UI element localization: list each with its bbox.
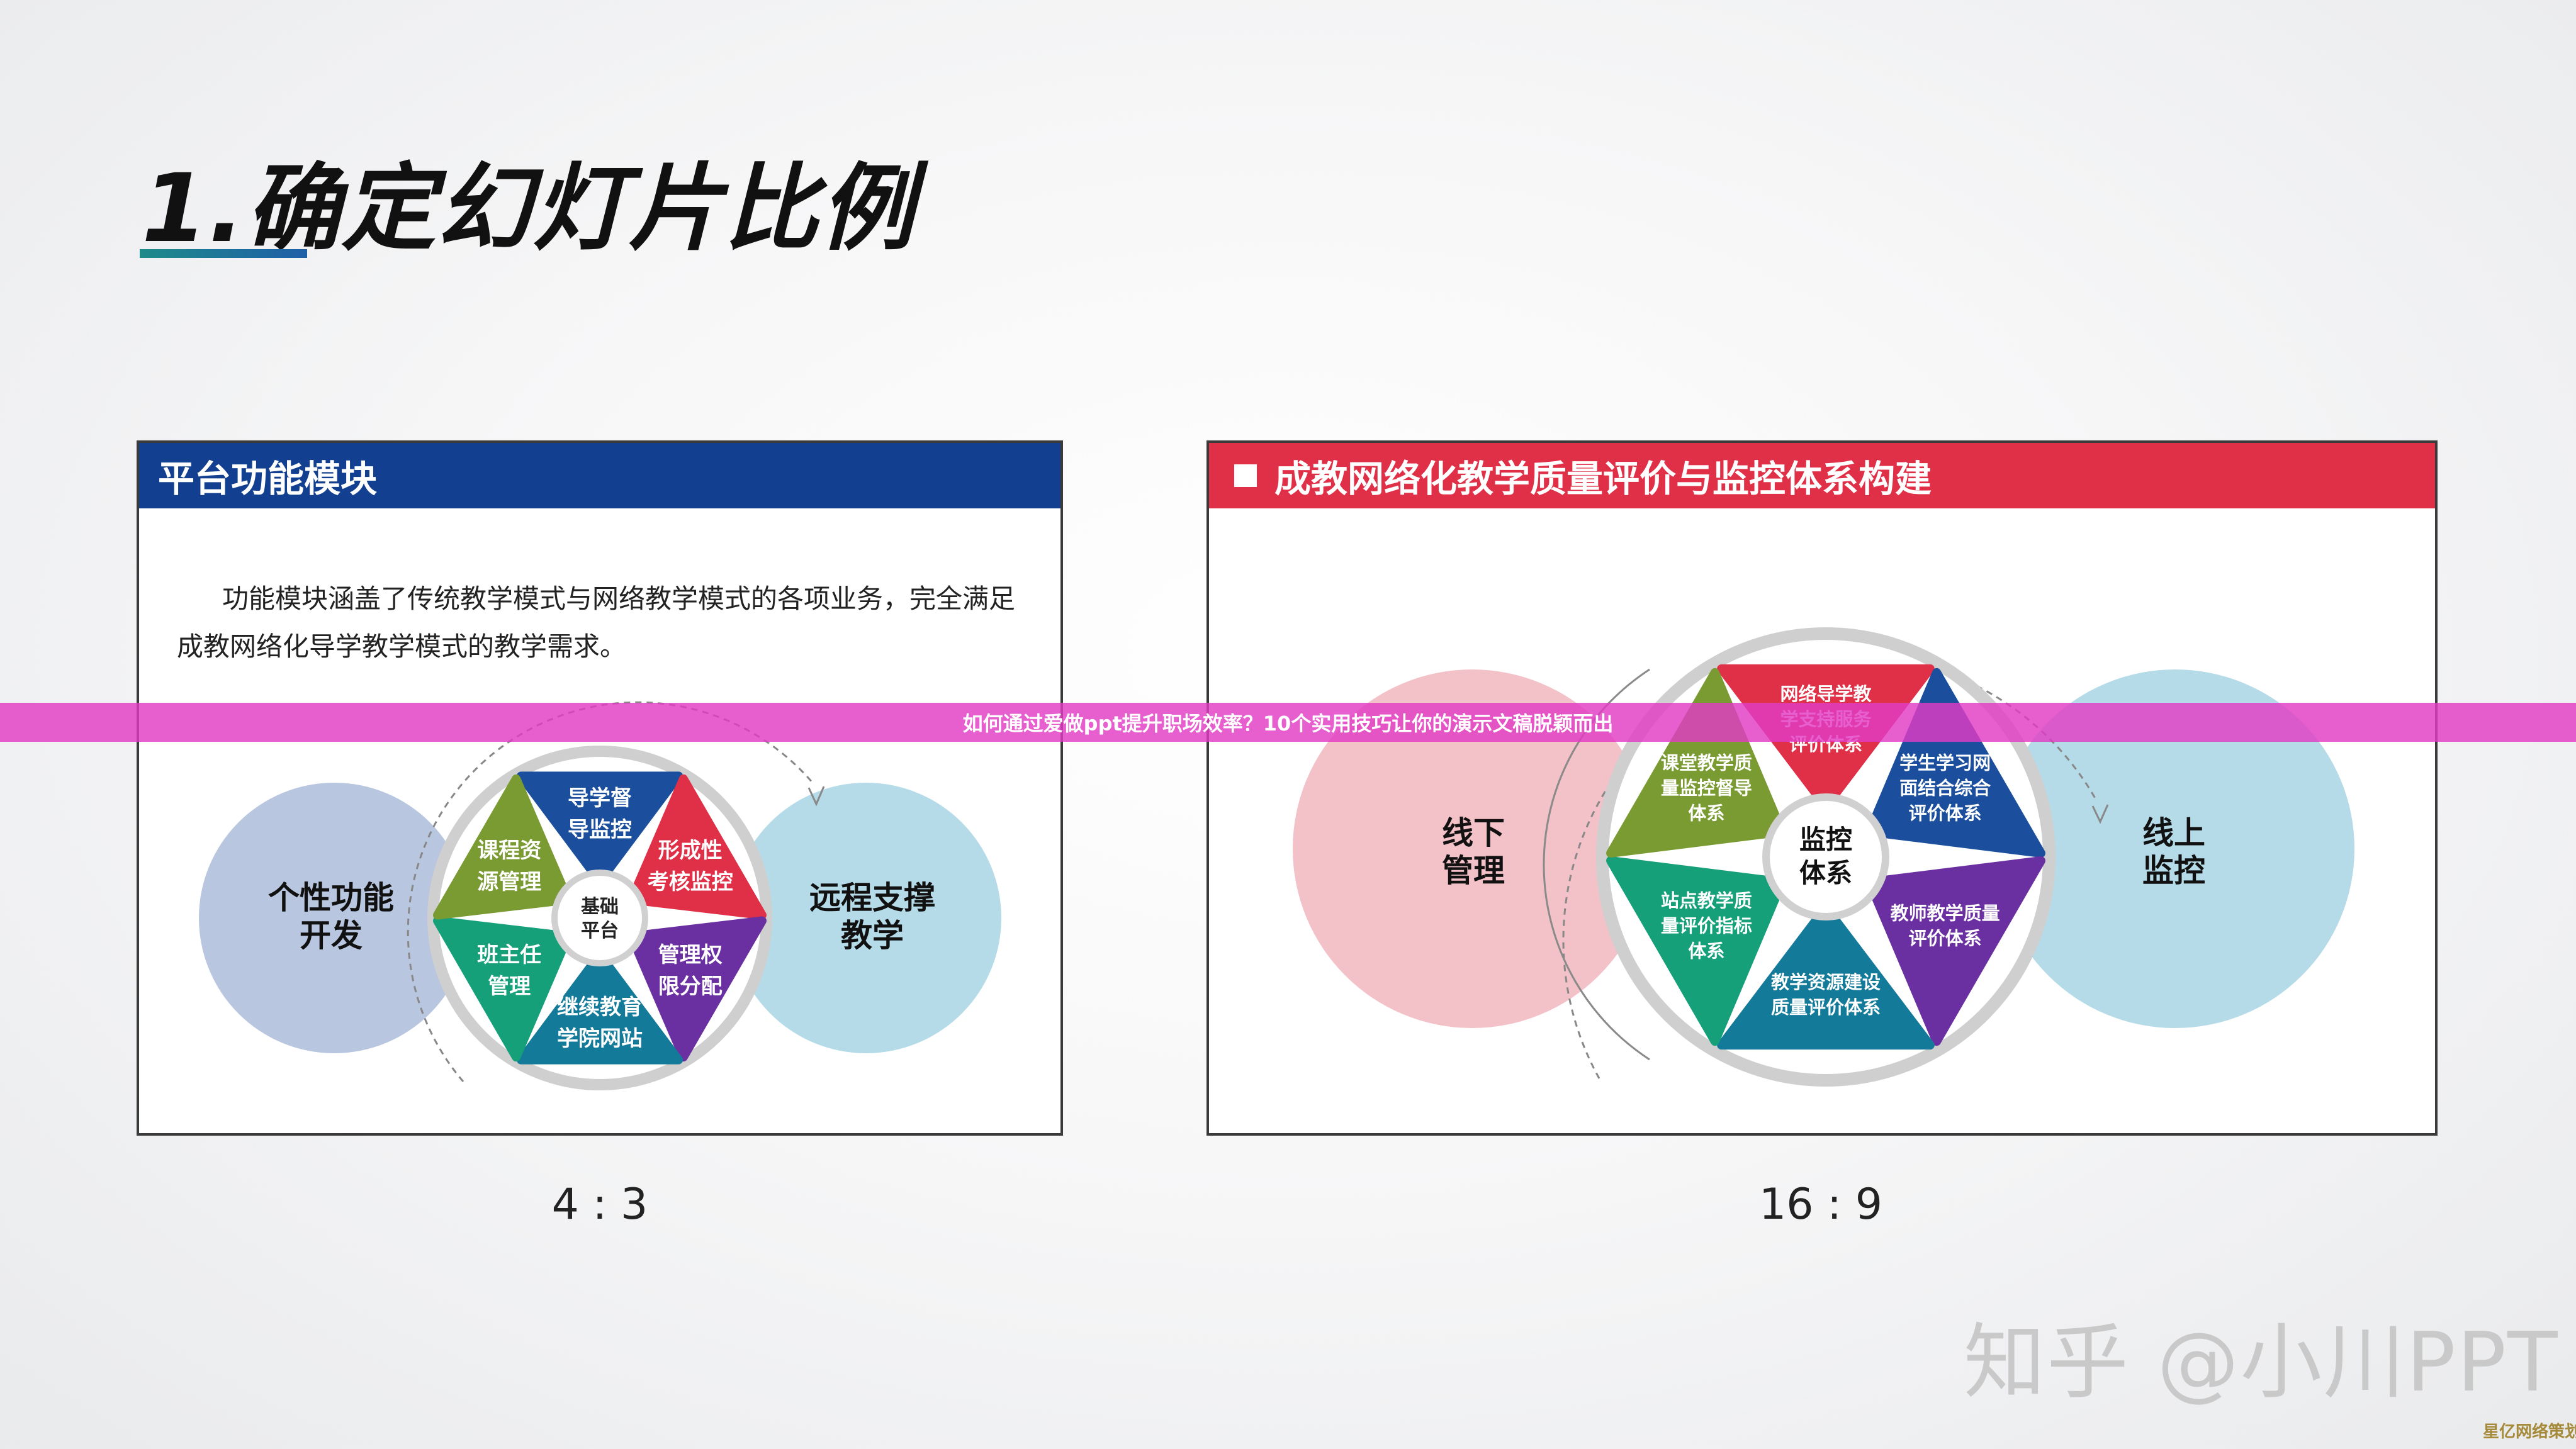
- page-title: 1.确定幻灯片比例: [142, 154, 916, 264]
- center-hub-line-1: 监控: [1799, 824, 1852, 855]
- wheel-segment-label: 评价体系: [1909, 803, 1982, 824]
- right-slide-header-text: 成教网络化教学质量评价与监控体系构建: [1274, 457, 1932, 500]
- ratio-label-4-3: 4 : 3: [551, 1180, 648, 1229]
- wheel-segment-label: 学生学习网: [1899, 752, 1991, 774]
- dashed-arrow-arc: [407, 701, 814, 1082]
- wheel-segment-label: 量评价指标: [1661, 915, 1752, 937]
- right-bubble-circle: [731, 783, 1001, 1053]
- right-slide-header: 成教网络化教学质量评价与监控体系构建: [1209, 443, 2435, 508]
- left-slide-header-text: 平台功能模块: [158, 457, 378, 500]
- left-bubble-line-2: 开发: [300, 917, 363, 954]
- wheel-segment: [433, 916, 573, 1062]
- slide-16-9-preview: 成教网络化教学质量评价与监控体系构建 网络导学教学支持服务评价体系学生学习网面结…: [1206, 440, 2438, 1136]
- banner-text: 如何通过爱做ppt提升职场效率？10个实用技巧让你的演示文稿脱颖而出: [962, 712, 1614, 736]
- center-hub-line-1: 基础: [581, 896, 619, 918]
- left-bubble-circle: [1293, 669, 1651, 1028]
- wheel-segment: [1606, 856, 1787, 1046]
- right-segments-group: 网络导学教学支持服务评价体系学生学习网面结合综合评价体系教师教学质量评价体系教学…: [1606, 664, 2045, 1050]
- right-monitoring-diagram: 网络导学教学支持服务评价体系学生学习网面结合综合评价体系教师教学质量评价体系教学…: [1293, 627, 2354, 1087]
- ratio-label-16-9: 16 : 9: [1759, 1180, 1882, 1229]
- wheel-segment-label: 网络导学教: [1780, 683, 1871, 705]
- slide-4-3-preview: 平台功能模块 功能模块涵盖了传统教学模式与网络教学模式的各项业务，完全满足成教网…: [137, 440, 1063, 1136]
- wheel-segment-label: 站点教学质: [1661, 890, 1752, 912]
- left-bubble-line-2: 管理: [1442, 853, 1505, 889]
- wheel-segment-label: 课程资: [477, 838, 541, 863]
- center-hub-line-2: 体系: [1799, 858, 1852, 888]
- center-hub-line-2: 平台: [581, 920, 619, 942]
- wheel-segment-label: 班主任: [477, 943, 541, 968]
- wheel-segment: [1606, 668, 1787, 858]
- wheel-segment: [1717, 903, 1935, 1050]
- wheel-segment: [516, 950, 683, 1065]
- wheel-segment: [1865, 668, 2045, 858]
- wheel-segment-label: 学院网站: [557, 1026, 643, 1051]
- right-bubble-line-2: 监控: [2142, 853, 2205, 889]
- wheel-segment-label: 限分配: [658, 974, 723, 999]
- wheel-segment-label: 体系: [1688, 941, 1724, 962]
- wheel-segment-label: 质量评价体系: [1771, 997, 1881, 1018]
- wheel-segment-label: 管理: [488, 974, 531, 999]
- right-bubble-circle: [1996, 669, 2354, 1028]
- wheel-segment: [433, 774, 573, 920]
- left-slide-description: 功能模块涵盖了传统教学模式与网络教学模式的各项业务，完全满足成教网络化导学教学模…: [177, 583, 1016, 662]
- right-bubble-line-2: 教学: [841, 917, 904, 954]
- wheel-segment-label: 课堂教学质: [1661, 752, 1752, 774]
- wheel-segment-label: 导监控: [568, 817, 632, 842]
- wheel-segment-label: 教师教学质量: [1891, 903, 2000, 924]
- header-square-icon: [1234, 464, 1257, 487]
- corner-watermark: 星亿网络策划: [2483, 1423, 2576, 1441]
- title-underline: [140, 249, 307, 258]
- article-title-banner[interactable]: 如何通过爱做ppt提升职场效率？10个实用技巧让你的演示文稿脱颖而出: [0, 703, 2576, 742]
- dashed-arrow-head: [2091, 804, 2109, 824]
- wheel-segment: [627, 774, 767, 920]
- left-bubble-line-1: 个性功能: [268, 880, 394, 916]
- left-slide-header: 平台功能模块: [139, 443, 1060, 508]
- wheel-segment-label: 教学资源建设: [1771, 971, 1881, 993]
- dashed-arrow-head: [807, 786, 825, 807]
- center-hub: [551, 870, 648, 966]
- wheel-segment-label: 评价体系: [1909, 928, 1982, 949]
- right-bubble-line-1: 远程支撑: [809, 880, 935, 916]
- wheel-segment-label: 形成性: [658, 838, 723, 863]
- center-hub: [1762, 793, 1889, 920]
- wheel-segment-label: 管理权: [658, 943, 723, 968]
- right-bubble-line-1: 线上: [2142, 815, 2205, 851]
- wheel-segment-label: 量监控督导: [1661, 778, 1752, 799]
- wheel-segment: [627, 916, 767, 1062]
- wheel-segment-label: 考核监控: [648, 870, 733, 895]
- wheel-segment-label: 继续教育: [557, 995, 643, 1020]
- left-bubble-line-1: 线下: [1442, 815, 1505, 851]
- wheel-segment-label: 导学督: [568, 786, 632, 811]
- left-bubble-circle: [199, 783, 470, 1053]
- zhihu-watermark: 知乎 @小川PPT: [1964, 1314, 2559, 1410]
- wheel-segment-label: 源管理: [477, 870, 541, 895]
- wheel-segment: [516, 771, 683, 886]
- wheel-segment-label: 体系: [1688, 803, 1724, 824]
- wheel-segment-label: 面结合综合: [1899, 778, 1991, 799]
- wheel-segment: [1865, 856, 2045, 1046]
